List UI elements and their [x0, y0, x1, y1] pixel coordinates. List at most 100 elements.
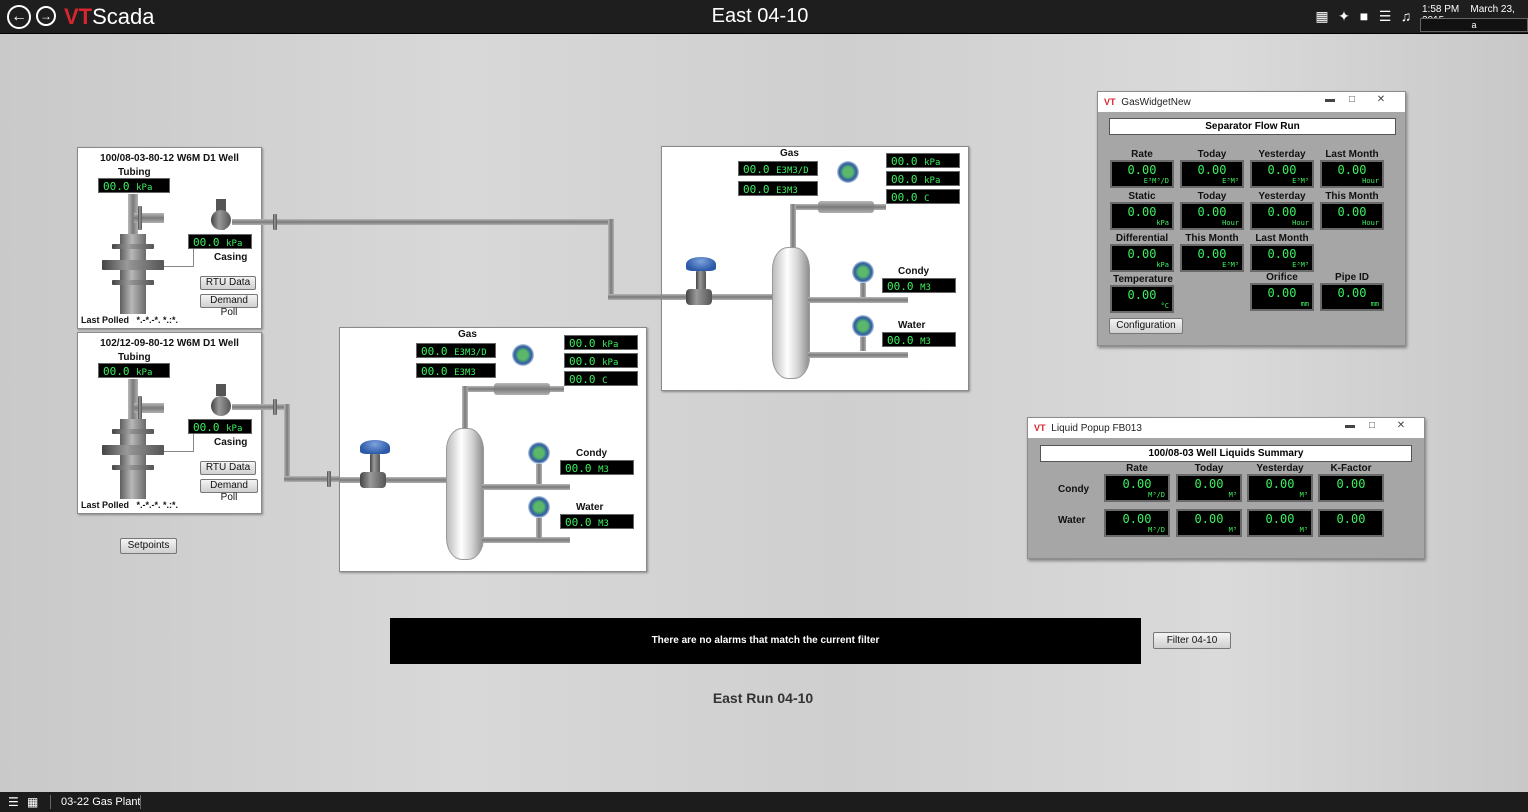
- pressure-readout-1: 00.0 kPa: [886, 153, 960, 168]
- well-name: 100/08-03-80-12 W6M D1 Well: [100, 153, 239, 164]
- forward-icon[interactable]: →: [36, 6, 56, 26]
- condy-transmitter-icon: [528, 442, 550, 464]
- cell-label: Yesterday: [1258, 191, 1306, 202]
- control-valve-icon: [686, 257, 716, 271]
- back-icon[interactable]: ←: [7, 5, 31, 29]
- pipeline-well2: [284, 476, 340, 482]
- close-icon[interactable]: ✕: [1376, 94, 1386, 105]
- wellhead-outlet: [134, 403, 164, 413]
- cell-label: Last Month: [1325, 149, 1379, 160]
- gas-meter-run: [494, 383, 550, 395]
- plant-icon[interactable]: ■: [1359, 8, 1369, 24]
- user-field[interactable]: a: [1420, 18, 1528, 32]
- temperature-readout: 00.0 C: [886, 189, 960, 204]
- valve-actuator: [216, 384, 226, 396]
- gas-outlet-pipe: [790, 204, 796, 248]
- minimize-icon[interactable]: ▬: [1325, 94, 1335, 105]
- condy-transmitter-stem: [860, 283, 866, 297]
- flange: [112, 465, 154, 470]
- cell-label: Orifice: [1266, 272, 1298, 283]
- pipeline-well2: [232, 404, 288, 410]
- casing-line: [164, 266, 194, 267]
- control-valve-icon: [360, 440, 390, 454]
- tubing-readout: 00.0 kPa: [98, 363, 170, 378]
- divider: [50, 795, 51, 809]
- casing-label: Casing: [214, 437, 248, 448]
- maximize-icon[interactable]: □: [1348, 94, 1356, 105]
- wellhead-cross: [102, 260, 164, 270]
- pipeline-well1: [232, 219, 612, 225]
- window-title: Liquid Popup FB013: [1051, 423, 1142, 434]
- pressure-readout-1: 00.0 kPa: [564, 335, 638, 350]
- gas-rate-readout: 00.0 E3M3/D: [416, 343, 496, 358]
- valve-body: [211, 396, 231, 416]
- casing-readout: 00.0 kPa: [188, 234, 252, 249]
- valve-actuator: [216, 199, 226, 211]
- cell-label: Pipe ID: [1335, 272, 1369, 283]
- list-view-icon[interactable]: ☰: [8, 795, 19, 809]
- well-panel-2: 102/12-09-80-12 W6M D1 Well Tubing 00.0 …: [77, 332, 262, 514]
- configuration-button[interactable]: Configuration: [1109, 318, 1183, 334]
- separator-vessel: [446, 428, 484, 560]
- flange: [273, 399, 277, 415]
- temperature-readout: 00.0 C: [564, 371, 638, 386]
- report-icon[interactable]: ☰: [1378, 8, 1392, 24]
- casing-line: [193, 433, 194, 452]
- pressure-readout-2: 00.0 kPa: [886, 171, 960, 186]
- inlet-pipe: [662, 294, 772, 300]
- vt-logo: VT: [1104, 97, 1116, 107]
- flange: [112, 244, 154, 249]
- image-icon[interactable]: ▦: [1315, 8, 1329, 24]
- condy-transmitter-stem: [536, 464, 542, 484]
- alarm-list[interactable]: There are no alarms that match the curre…: [390, 618, 1141, 664]
- rtu-data-button[interactable]: RTU Data: [200, 276, 256, 290]
- rtu-data-button[interactable]: RTU Data: [200, 461, 256, 475]
- setpoints-button[interactable]: Setpoints: [120, 538, 177, 554]
- condy-pipe: [808, 297, 908, 303]
- tab-gas-plant[interactable]: 03-22 Gas Plant: [61, 796, 141, 808]
- maximize-icon[interactable]: □: [1368, 420, 1376, 431]
- gas-outlet-pipe: [462, 386, 468, 430]
- gas-rate-readout: 00.0 E3M3/D: [738, 161, 818, 176]
- vt-logo: VT: [1034, 423, 1046, 433]
- tag-icon[interactable]: ✦: [1338, 8, 1350, 24]
- grid-view-icon[interactable]: ▦: [27, 795, 39, 809]
- condy-transmitter-icon: [852, 261, 874, 283]
- casing-line: [164, 451, 194, 452]
- filter-button[interactable]: Filter 04-10: [1153, 632, 1231, 649]
- window-title: GasWidgetNew: [1121, 97, 1191, 108]
- bell-icon[interactable]: ♫: [1400, 8, 1412, 24]
- well-name: 102/12-09-80-12 W6M D1 Well: [100, 338, 239, 349]
- pipeline-well1: [608, 294, 663, 300]
- bottom-bar: ☰ ▦ 03-22 Gas Plant: [0, 792, 1528, 812]
- valve-stem: [696, 271, 706, 291]
- window-titlebar[interactable]: VT Liquid Popup FB013: [1028, 418, 1424, 438]
- flange: [273, 214, 277, 230]
- vtscada-logo: VTScada: [64, 4, 155, 29]
- close-icon[interactable]: ✕: [1396, 420, 1406, 431]
- water-pipe: [808, 352, 908, 358]
- run-title: East Run 04-10: [712, 690, 814, 706]
- cell-label: Yesterday: [1258, 149, 1306, 160]
- last-polled: Last Polled *.-*.-*. *.:*.: [81, 315, 179, 325]
- window-titlebar[interactable]: VT GasWidgetNew: [1098, 92, 1405, 112]
- tubing-label: Tubing: [118, 167, 151, 178]
- demand-poll-button[interactable]: Demand Poll: [200, 479, 258, 503]
- gas-meter-run: [818, 201, 874, 213]
- minimize-icon[interactable]: ▬: [1345, 420, 1355, 431]
- section-title: 100/08-03 Well Liquids Summary: [1040, 445, 1412, 462]
- separator-panel-1: Gas 00.0 E3M3/D 00.0 E3M3 00.0 kPa 00.0 …: [661, 146, 969, 391]
- valve-stem: [370, 454, 380, 474]
- flange: [138, 396, 142, 420]
- valve-body: [686, 289, 712, 305]
- water-readout: 00.0 M3: [882, 332, 956, 347]
- demand-poll-button[interactable]: Demand Poll: [200, 294, 258, 318]
